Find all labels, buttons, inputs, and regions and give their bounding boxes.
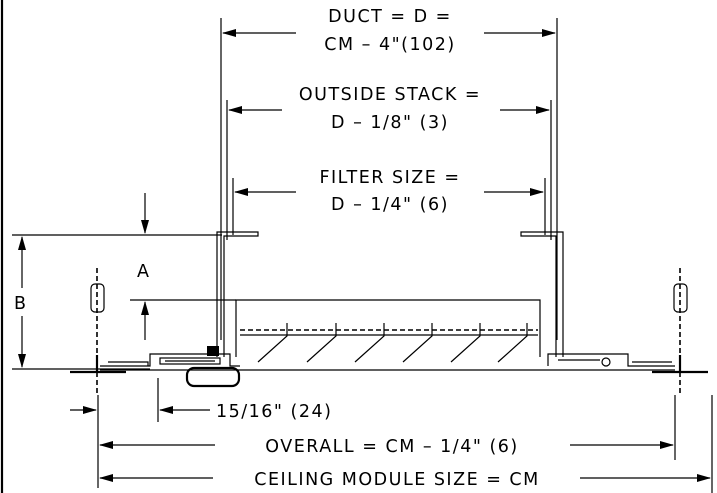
right-flange	[547, 353, 675, 367]
arrowhead	[99, 474, 113, 482]
arrowhead	[83, 406, 97, 414]
arrowhead	[530, 188, 544, 196]
overall-dimension-label: OVERALL = CM – 1/4" (6)	[265, 437, 518, 457]
arrowhead	[542, 29, 556, 37]
stack-label-line1: OUTSIDE STACK =	[299, 85, 481, 105]
overall-dimension: OVERALL = CM – 1/4" (6)	[99, 395, 676, 460]
arrowhead	[222, 29, 236, 37]
louver-blade	[497, 323, 528, 363]
flange-dimension-label: 15/16" (24)	[216, 402, 332, 422]
latch-bar	[159, 357, 221, 365]
arrowhead	[697, 474, 711, 482]
arrowhead	[660, 441, 674, 449]
dimension-b-label: B	[14, 294, 28, 314]
outside-stack-dimension: OUTSIDE STACK = D – 1/8" (3)	[226, 85, 552, 240]
arrowhead	[141, 220, 149, 234]
ceiling-tee-right	[652, 268, 708, 395]
arrowhead	[159, 406, 173, 414]
latch-block	[207, 346, 219, 356]
arrowhead	[234, 188, 248, 196]
stack-label-line2: D – 1/8" (3)	[331, 113, 449, 133]
ceiling-tee-left	[70, 268, 126, 395]
ceiling-module-dimension: CEILING MODULE SIZE = CM	[99, 395, 713, 493]
duct-label-line1: DUCT = D =	[328, 7, 452, 27]
grille-unit-body	[100, 231, 675, 388]
arrowhead	[141, 301, 149, 315]
filter-label-line1: FILTER SIZE =	[319, 168, 460, 188]
arrowhead	[18, 236, 26, 250]
stack-wall-left	[216, 231, 259, 357]
left-flange	[100, 353, 240, 367]
latch-handle	[185, 366, 241, 388]
height-dimensions: A B	[12, 193, 236, 370]
duct-label-line2: CM – 4"(102)	[324, 35, 455, 55]
stack-wall-right	[520, 231, 564, 357]
ceiling-module-label: CEILING MODULE SIZE = CM	[254, 470, 540, 490]
louver-blades	[257, 323, 528, 363]
filter-size-dimension: FILTER SIZE = D – 1/4" (6)	[232, 168, 546, 235]
louver-blade	[257, 323, 288, 363]
louver-blade	[354, 323, 385, 363]
louver-blade	[450, 323, 481, 363]
louver-blade	[402, 323, 433, 363]
arrowhead	[99, 441, 113, 449]
louver-blade	[306, 323, 337, 363]
flange-width-dimension: 15/16" (24)	[70, 378, 332, 488]
hinge-pin	[601, 357, 611, 367]
arrowhead	[536, 106, 550, 114]
arrowhead	[18, 354, 26, 368]
filter-label-line2: D – 1/4" (6)	[331, 195, 449, 215]
duct-dimension: DUCT = D = CM – 4"(102)	[220, 7, 558, 340]
arrowhead	[228, 106, 242, 114]
filter-frame	[235, 299, 541, 357]
dimension-a-label: A	[137, 262, 150, 282]
left-lip	[108, 361, 149, 366]
